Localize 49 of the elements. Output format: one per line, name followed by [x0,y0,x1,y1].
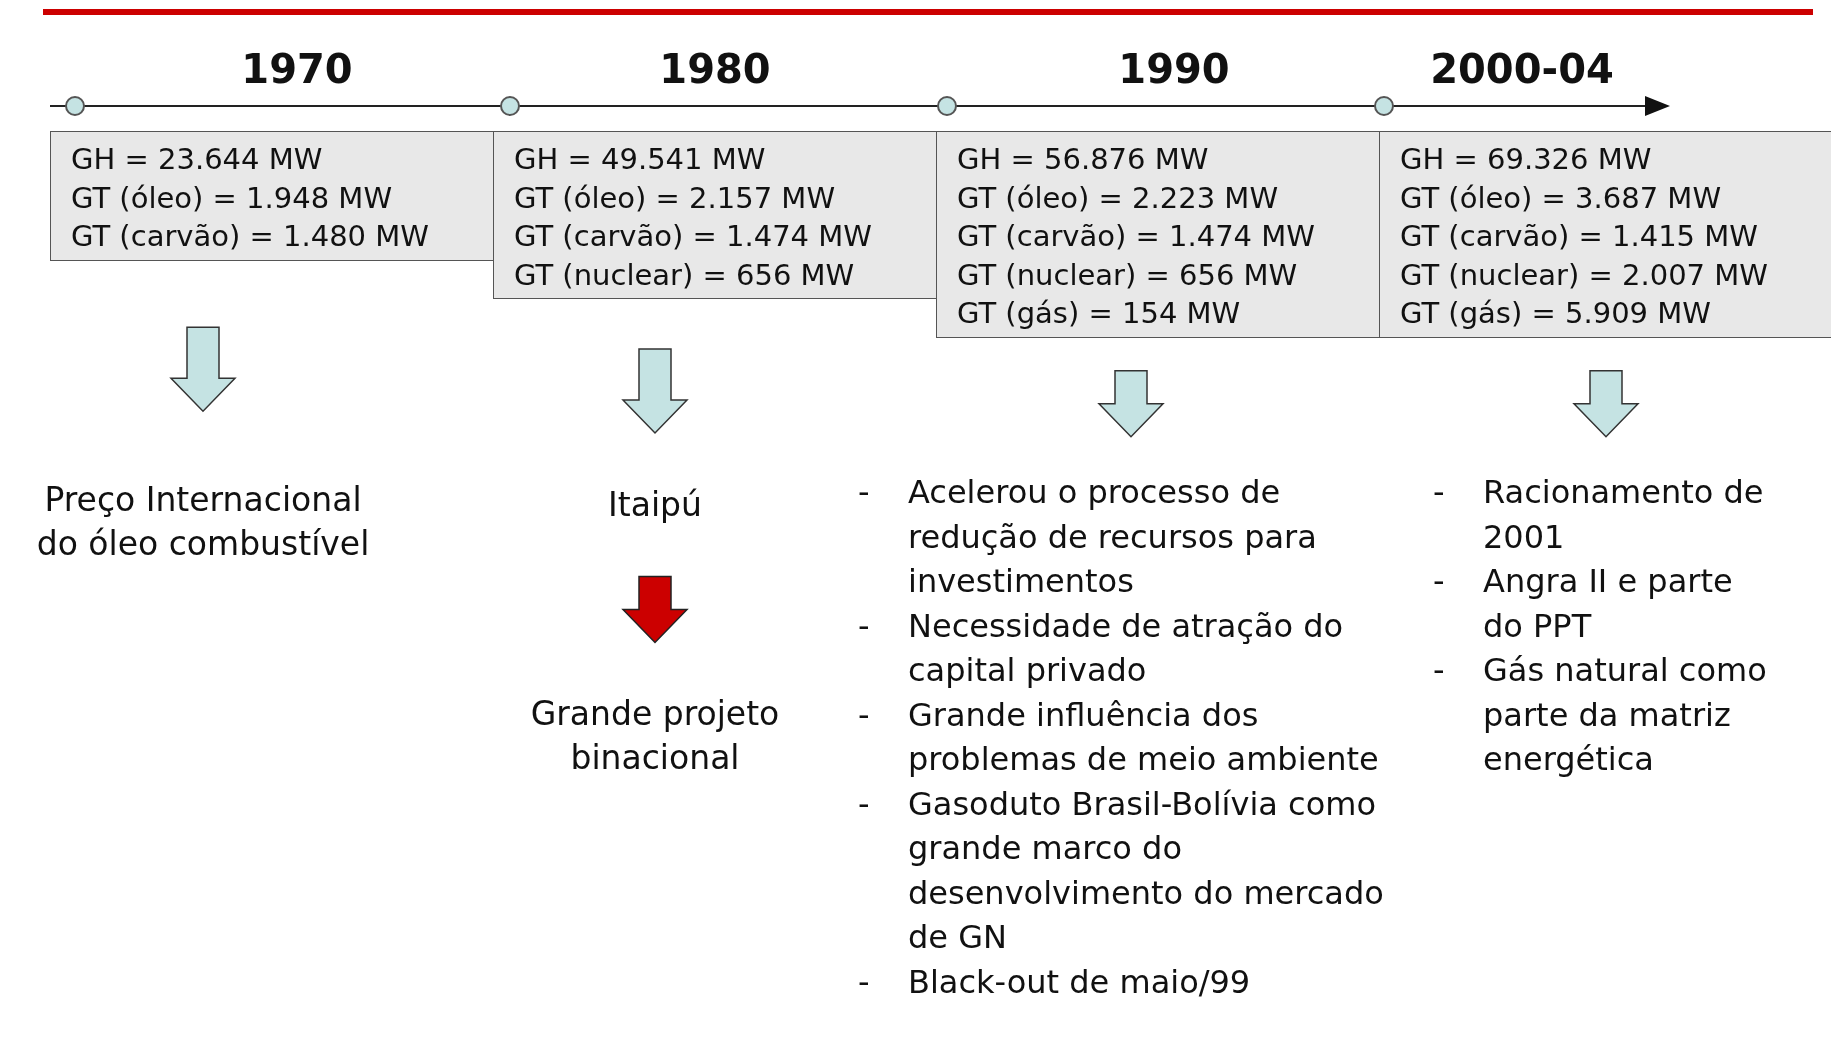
capacity-box [1379,131,1831,338]
down-arrow [1097,370,1165,438]
bullet-dash: - [858,472,870,513]
list-item: Black-out de maio/99 [908,962,1251,1001]
bullet-dash: - [858,961,870,1003]
capacity-box [936,131,1380,338]
list-item: Racionamento de 2001 [1483,473,1764,556]
list-item: Necessidade de atração do capital privado [908,606,1344,689]
down-arrow [621,348,689,435]
capacity-line: GT (óleo) = 1.948 MW [71,179,394,217]
event-text: Itaipú [607,484,703,526]
year-label: 1980 [659,46,771,92]
capacity-line: GT (óleo) = 2.223 MW [957,179,1280,217]
event-text: Preço Internacional do óleo combustível [35,479,371,565]
capacity-line: GT (nuclear) = 656 MW [514,256,856,294]
list-item: Grande influência dos problemas de meio ambiente [908,695,1379,778]
capacity-line: GT (carvão) = 1.474 MW [514,218,873,255]
bullet-dash: - [858,694,870,736]
capacity-line: GT (óleo) = 3.687 MW [1400,179,1723,217]
capacity-line: GT (gás) = 5.909 MW [1400,295,1712,332]
capacity-box [493,131,937,299]
capacity-line: GT (carvão) = 1.474 MW [957,218,1316,255]
capacity-line: GT (carvão) = 1.415 MW [1400,218,1759,255]
bullet-dash: - [1433,650,1445,691]
capacity-line: GT (óleo) = 2.157 MW [514,179,837,217]
down-arrow [621,575,689,644]
capacity-line: GH = 69.326 MW [1400,141,1653,178]
bullet-dash: - [858,783,870,825]
bullet-dash: - [1433,472,1445,513]
capacity-line: GH = 49.541 MW [514,141,767,178]
capacity-line: GH = 56.876 MW [957,141,1210,178]
year-label: 2000-04 [1430,46,1614,92]
list-item: Gás natural como parte da matriz energética [1483,651,1767,778]
capacity-line: GT (nuclear) = 656 MW [957,256,1299,294]
capacity-line: GT (gás) = 154 MW [957,295,1242,332]
list-item: Gasoduto Brasil-Bolívia como grande marco do desenvolvimento do mercado de GN [908,784,1384,956]
down-arrow [169,326,237,413]
capacity-line: GH = 23.644 MW [71,141,324,178]
year-label: 1970 [241,46,353,92]
list-item: Acelerou o processo de redução de recursos para investimentos [908,473,1317,600]
capacity-box [50,131,494,261]
bullet-dash: - [858,605,870,647]
capacity-line: GT (carvão) = 1.480 MW [71,218,430,255]
capacity-line: GT (nuclear) = 2.007 MW [1400,256,1769,294]
bullet-dash: - [1433,561,1445,602]
year-label: 1990 [1118,46,1230,92]
list-item: Angra II e parte do PPT [1483,562,1733,645]
down-arrow [1572,370,1640,438]
event-text: Grande projeto binacional [529,693,781,779]
